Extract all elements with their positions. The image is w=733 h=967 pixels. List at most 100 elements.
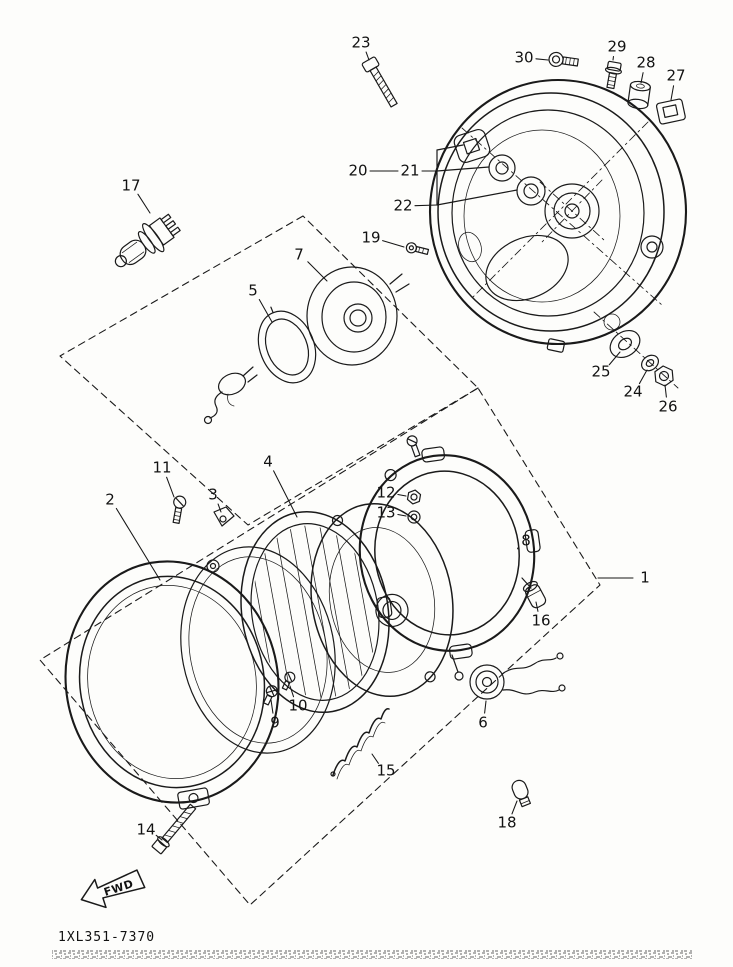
fwd-label: FWD <box>102 877 135 899</box>
callout-3: 3 <box>208 486 218 504</box>
callout-2: 2 <box>105 491 115 509</box>
gasket-5 <box>257 306 317 384</box>
screw-11 <box>172 495 187 524</box>
shell-lower-opening <box>485 234 569 302</box>
callout-leader-17 <box>137 193 151 214</box>
fwd-arrow: FWD <box>80 869 146 909</box>
callout-bracket-20-22 <box>436 144 518 206</box>
nut-12 <box>406 489 422 505</box>
bulb-17 <box>114 213 181 268</box>
mount-ring-8 <box>358 446 541 660</box>
callout-15: 15 <box>376 762 395 780</box>
callout-leader-16 <box>535 601 539 612</box>
reflector <box>310 502 454 698</box>
callout-20: 20 <box>348 162 367 180</box>
callout-leader-9 <box>270 699 274 714</box>
headlight-shell <box>428 78 688 353</box>
bolt-23 <box>361 56 398 108</box>
callout-30: 30 <box>514 49 533 67</box>
callout-leader-6 <box>484 700 487 714</box>
ring-top-screw <box>406 435 421 458</box>
screw-30 <box>548 51 579 68</box>
washer-25 <box>609 329 641 359</box>
callout-leader-19 <box>382 240 405 248</box>
part-code: 1XL351-7370 <box>58 930 155 945</box>
adjuster-hole <box>539 179 605 243</box>
callout-leader-24 <box>638 369 648 385</box>
callout-14: 14 <box>136 821 155 839</box>
callout-leader-27 <box>670 85 675 101</box>
callout-leader-3 <box>217 503 222 513</box>
callout-leader-14 <box>155 834 163 841</box>
callout-leader-22 <box>414 204 438 207</box>
callout-16: 16 <box>531 612 550 630</box>
callout-leader-28 <box>640 72 644 84</box>
callout-8: 8 <box>521 532 531 550</box>
callout-leader-4 <box>273 470 298 518</box>
callout-leader-10 <box>289 685 295 698</box>
callout-26: 26 <box>658 398 677 416</box>
callout-leader-30 <box>535 58 549 61</box>
callout-leader-13 <box>397 513 407 517</box>
callout-25: 25 <box>591 363 610 381</box>
screw-10 <box>281 671 296 691</box>
scan-noise-strip <box>52 950 692 959</box>
callout-19: 19 <box>361 229 380 247</box>
callout-23: 23 <box>351 34 370 52</box>
shell-mount-ear <box>603 235 664 331</box>
callout-leader-23 <box>365 51 370 61</box>
callout-13: 13 <box>376 504 395 522</box>
callout-leader-11 <box>166 476 175 498</box>
callout-22: 22 <box>393 197 412 215</box>
bolt-29 <box>604 60 622 90</box>
callout-leader-25 <box>608 351 621 366</box>
callout-11: 11 <box>152 459 171 477</box>
callout-17: 17 <box>121 177 140 195</box>
bracket-3 <box>213 506 235 527</box>
grommet-22 <box>516 176 546 206</box>
grommet-21 <box>488 154 516 182</box>
socket-6 <box>469 652 566 700</box>
callout-12: 12 <box>376 484 395 502</box>
callout-leader-18 <box>511 800 518 815</box>
callout-27: 27 <box>666 67 685 85</box>
callout-29: 29 <box>607 38 626 56</box>
callout-leader-2 <box>115 507 161 581</box>
shell-tab <box>546 338 566 353</box>
callout-6: 6 <box>478 714 488 732</box>
callout-10: 10 <box>288 697 307 715</box>
damper-16 <box>522 580 547 609</box>
callout-21: 21 <box>400 162 419 180</box>
callout-7: 7 <box>294 246 304 264</box>
spring-15 <box>330 707 390 780</box>
nut-26 <box>654 365 674 387</box>
bolt-14 <box>151 803 197 855</box>
square-grommet-20 <box>453 128 491 164</box>
callout-leader-15 <box>371 753 379 764</box>
callout-leader-26 <box>664 384 667 398</box>
boot-7 <box>306 266 410 366</box>
assembly-group-borders <box>39 215 601 906</box>
callout-9: 9 <box>270 714 280 732</box>
screw-9 <box>263 685 278 706</box>
callout-28: 28 <box>636 54 655 72</box>
callout-5: 5 <box>248 282 258 300</box>
rim-2 <box>64 560 280 810</box>
pilot-bulb-18 <box>511 779 532 808</box>
callout-leader-5 <box>258 299 273 323</box>
washer-24 <box>641 354 659 372</box>
grommet-28 <box>627 80 651 110</box>
callout-leader-7 <box>307 261 328 282</box>
washer-13 <box>407 510 421 524</box>
callout-24: 24 <box>623 383 642 401</box>
callout-leader-12 <box>397 493 407 497</box>
bulb-retainer-clip <box>203 366 258 425</box>
screw-19 <box>405 242 430 255</box>
callout-18: 18 <box>497 814 516 832</box>
rim-screw-boss <box>206 559 220 573</box>
clip-27 <box>655 98 686 125</box>
callout-4: 4 <box>263 453 273 471</box>
